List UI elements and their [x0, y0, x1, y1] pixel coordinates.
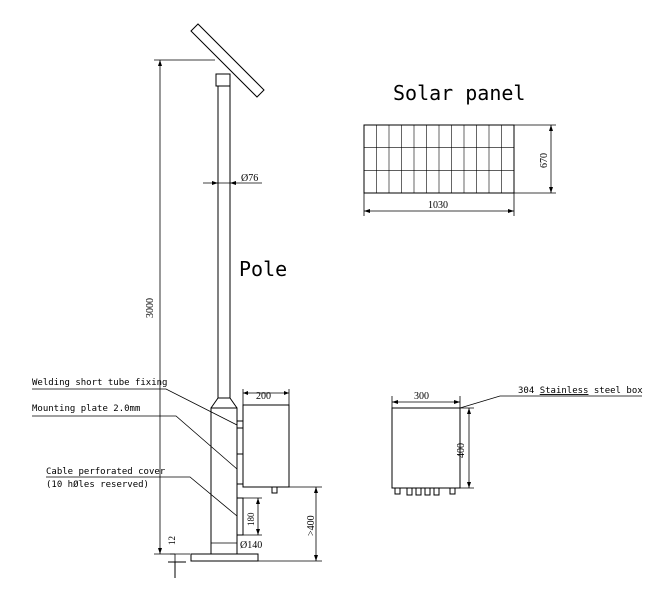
- steel-box-label-prefix: 304: [518, 386, 540, 396]
- pole-diameter-arrows: [212, 181, 236, 185]
- box-port-6: [449, 487, 456, 495]
- panel-height-value: 670: [539, 153, 550, 168]
- welding-label: Welding short tube fixing: [32, 378, 167, 388]
- min-height-value: >400: [306, 515, 317, 536]
- panel-height-dimension: [514, 124, 556, 194]
- cable-label-line2: (10 hØles reserved): [46, 479, 149, 490]
- welding-leader: [32, 388, 238, 426]
- pole-height-value: 3000: [145, 298, 156, 318]
- pole-dimensions: 3000 Ø76 12 Ø140 180 >400: [145, 59, 322, 562]
- steel-box-body: [391, 407, 461, 489]
- box-side-width-value: 300: [414, 391, 429, 402]
- pole-title: Pole: [239, 257, 287, 281]
- box-height-dimension: [460, 407, 474, 489]
- box-port-5: [433, 487, 440, 496]
- box-port-3: [415, 487, 422, 496]
- pole-taper: [210, 397, 238, 409]
- box-height-value: 400: [456, 443, 467, 458]
- control-box-connector: [271, 486, 278, 494]
- cable-label-line1: Cable perforated cover: [46, 467, 166, 477]
- base-plate: [190, 553, 259, 562]
- mounting-plate: [236, 453, 244, 485]
- control-box-front: 200: [242, 389, 290, 494]
- welding-short-tube: [236, 420, 244, 429]
- panel-width-value: 1030: [428, 200, 448, 211]
- mounting-label: Mounting plate 2.0mm: [32, 404, 140, 414]
- solar-panel-grid: [364, 125, 514, 193]
- panel-width-dimension: [363, 193, 515, 216]
- tilted-solar-panel: [190, 23, 265, 98]
- control-box-body: [242, 404, 290, 488]
- base-thickness-dimension: [170, 553, 190, 562]
- pole-assembly: [168, 23, 265, 578]
- steel-box-label-underlined: Stainless: [540, 386, 589, 396]
- panel-bracket: [215, 73, 231, 87]
- steel-box-view: 300 400 304 Stainless steel box: [391, 386, 643, 496]
- steel-box-label: 304 Stainless steel box: [518, 386, 643, 396]
- plate-height-dimension: [243, 497, 262, 536]
- box-port-4: [424, 487, 431, 496]
- box-port-2: [406, 487, 413, 496]
- box-width-front-value: 200: [256, 391, 271, 402]
- base-diameter-value: Ø140: [240, 540, 262, 551]
- leader-labels: Welding short tube fixing Mounting plate…: [32, 378, 238, 517]
- steel-box-label-suffix: steel box: [588, 386, 643, 396]
- box-width-arrows: [243, 391, 289, 395]
- solar-panel-view: Solar panel 1030 670: [363, 81, 556, 216]
- height-dimension-line: [154, 59, 215, 555]
- base-diameter-dimension: [210, 538, 238, 554]
- steel-box-leader: [459, 395, 642, 409]
- pole-diameter-value: Ø76: [241, 173, 258, 184]
- solar-panel-title: Solar panel: [393, 81, 525, 105]
- base-thickness-value: 12: [167, 536, 177, 545]
- box-width-dimension: [242, 389, 290, 405]
- min-height-dimension: [258, 486, 322, 562]
- lower-pole: [210, 407, 238, 555]
- box-port-1: [394, 487, 401, 495]
- mounting-leader: [32, 415, 238, 470]
- cable-perforated-cover: [236, 497, 244, 536]
- upper-pole: [217, 85, 231, 399]
- ground-marker: [168, 561, 186, 578]
- plate-height-value: 180: [246, 512, 256, 526]
- cable-leader: [46, 476, 238, 517]
